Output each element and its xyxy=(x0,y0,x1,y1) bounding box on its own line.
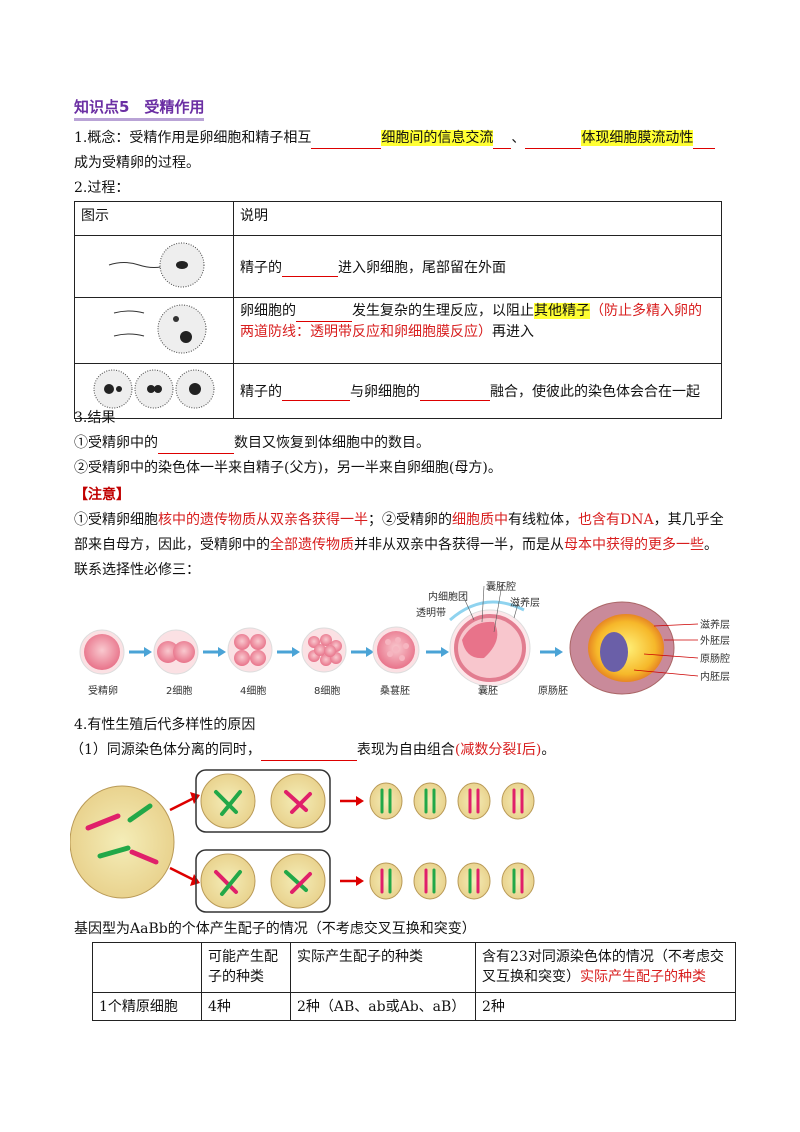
table-header-figure: 图示 xyxy=(74,201,234,236)
concept-line: 1.概念：受精作用是卵细胞和精子相互细胞间的信息交流、体现细胞膜流动性 xyxy=(74,127,716,149)
gamete-header-empty xyxy=(92,942,202,993)
concept-answer-1: 细胞间的信息交流 xyxy=(381,130,494,146)
egg-with-sperm-icon xyxy=(108,242,205,287)
label-archenteron: 原肠腔 xyxy=(700,652,730,665)
label-ectoderm: 外胚层 xyxy=(700,635,730,647)
stage-zygote: 受精卵 xyxy=(88,684,118,697)
embryo-development-figure: 内细胞团 囊胚腔 透明带 滋养层 滋养层 外胚层 原肠腔 内胚层 受精卵 2细胞… xyxy=(79,580,730,697)
gamete-header-possible: 可能产生配子的种类 xyxy=(201,942,291,993)
section-title: 知识点5 受精作用 xyxy=(74,96,205,121)
row1-desc: 精子的进入卵细胞，尾部留在外面 xyxy=(233,235,722,298)
gamete-cell-r1c4: 2种 xyxy=(475,992,736,1021)
result-line-2: ②受精卵中的染色体一半来自精子(父方)，另一半来自卵细胞(母方)。 xyxy=(74,460,502,476)
egg-reaction-icon xyxy=(113,304,207,354)
stage-2-cell: 2细胞 xyxy=(166,684,192,697)
meiosis-chromosome-figure xyxy=(70,769,535,913)
gamete-header-actual: 实际产生配子的种类 xyxy=(290,942,476,993)
concept-prefix: 1.概念：受精作用是卵细胞和精子相互 xyxy=(74,130,312,146)
gamete-cell-r1c2: 4种 xyxy=(201,992,291,1021)
process-heading: 2.过程： xyxy=(74,180,130,196)
note-line-2: 部来自母方，因此，受精卵中的全部遗传物质并非从双亲中各获得一半，而是从母本中获得… xyxy=(74,537,718,553)
row2-desc: 卵细胞的发生复杂的生理反应，以阻止其他精子（防止多精入卵的两道防线：透明带反应和… xyxy=(233,297,722,364)
concept-suffix: 成为受精卵的过程。 xyxy=(74,155,200,171)
figure-fusion xyxy=(74,363,234,419)
label-zona-pellucida: 透明带 xyxy=(416,607,446,619)
gamete-caption: 基因型为AaBb的个体产生配子的情况（不考虑交叉互换和突变） xyxy=(74,921,476,937)
gamete-cell-r1c3: 2种（AB、ab或Ab、aB） xyxy=(290,992,476,1021)
gamete-header-23pairs: 含有23对同源染色体的情况（不考虑交叉互换和突变）实际产生配子的种类 xyxy=(475,942,736,993)
process-table: 图示 说明 精子的进入卵细胞，尾部留在外面 卵细胞的发生复杂的生理反应，以 xyxy=(74,201,722,419)
pronucleus-fusion-icon xyxy=(93,369,215,409)
note-line-3: 联系选择性必修三： xyxy=(74,562,200,578)
row3-desc: 精子的与卵细胞的融合，使彼此的染色体会合在一起 xyxy=(233,363,722,419)
result-heading: 3.结果 xyxy=(74,410,116,426)
note-label: 【注意】 xyxy=(74,487,130,503)
stage-8-cell: 8细胞 xyxy=(314,684,340,697)
concept-answer-2: 体现细胞膜流动性 xyxy=(581,130,694,146)
stage-gastrula: 原肠胚 xyxy=(538,685,568,697)
figure-egg-reaction xyxy=(74,297,234,364)
stage-4-cell: 4细胞 xyxy=(240,684,266,697)
figure-sperm-enter xyxy=(74,235,234,298)
gamete-cell-r1c1: 1个精原细胞 xyxy=(92,992,202,1021)
stage-morula: 桑葚胚 xyxy=(380,684,410,697)
result-line-1: ①受精卵中的数目又恢复到体细胞中的数目。 xyxy=(74,432,430,454)
label-blastocoel: 囊胚腔 xyxy=(486,580,516,593)
diversity-heading: 4.有性生殖后代多样性的原因 xyxy=(74,717,256,733)
label-inner-cell-mass: 内细胞团 xyxy=(428,590,468,603)
label-trophoblast: 滋养层 xyxy=(510,596,540,609)
stage-blastocyst: 囊胚 xyxy=(478,684,498,697)
note-line-1: ①受精卵细胞核中的遗传物质从双亲各获得一半；②受精卵的细胞质中有线粒体，也含有D… xyxy=(74,512,724,528)
gamete-table: 可能产生配子的种类 实际产生配子的种类 含有23对同源染色体的情况（不考虑交叉互… xyxy=(92,942,736,1021)
diversity-item-1: （1）同源染色体分离的同时，表现为自由组合(减数分裂Ⅰ后)。 xyxy=(70,739,555,761)
label-g-trophoblast: 滋养层 xyxy=(700,618,730,631)
label-endoderm: 内胚层 xyxy=(700,670,730,683)
table-header-desc: 说明 xyxy=(233,201,722,236)
